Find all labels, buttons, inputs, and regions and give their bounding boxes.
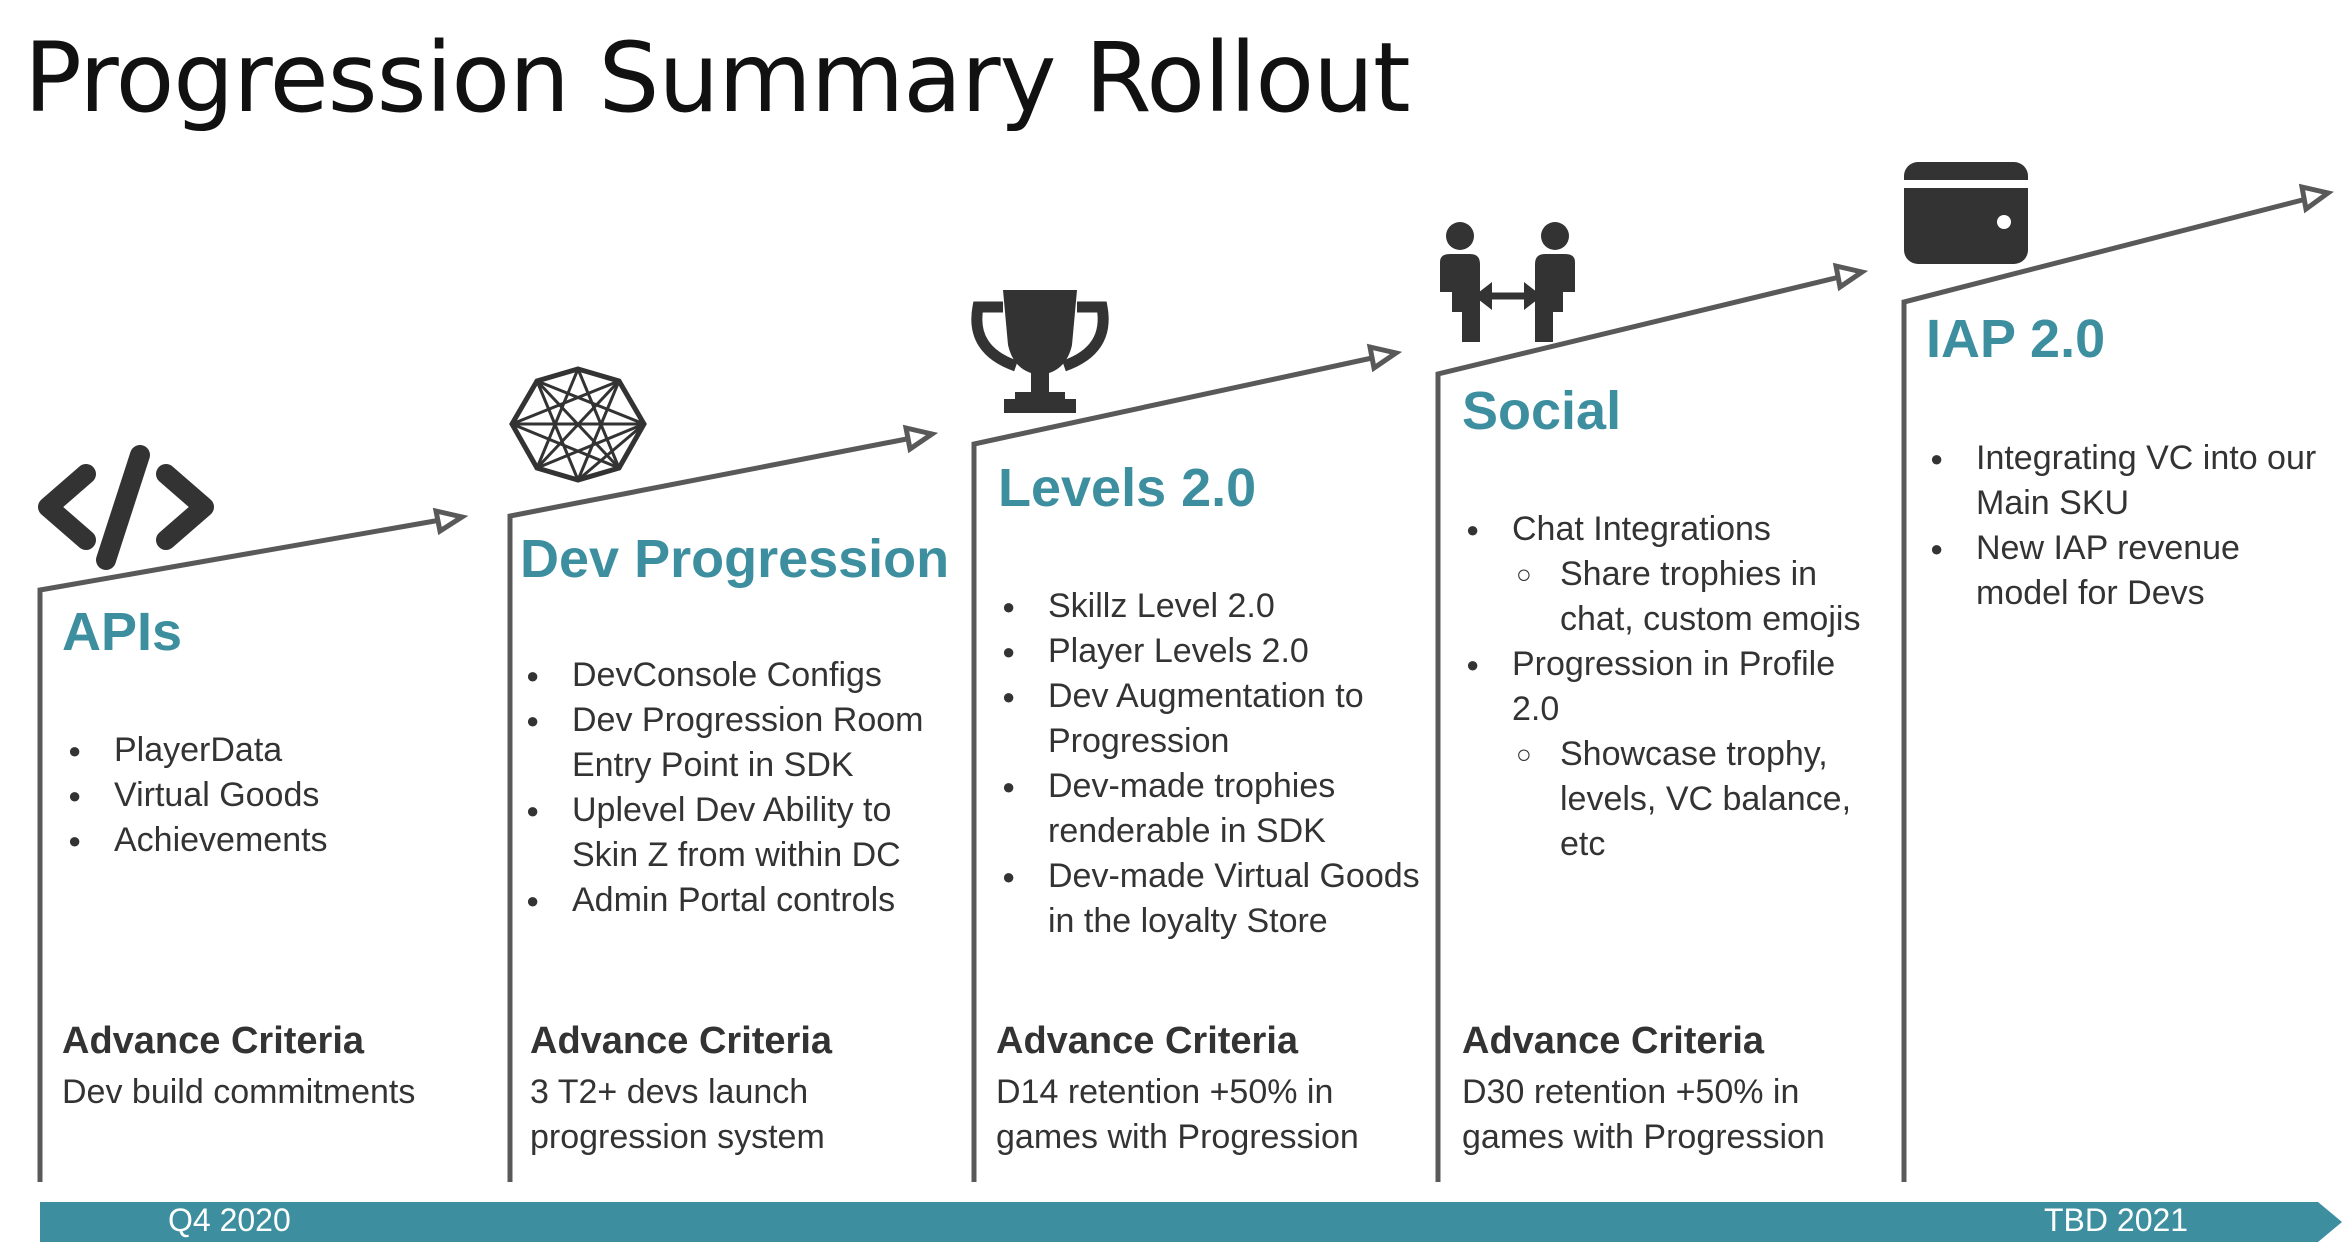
- criteria-text-apis: Dev build commitments: [62, 1073, 416, 1111]
- list-item: Player Levels 2.0: [998, 629, 1426, 674]
- step-line-social: [1435, 262, 1869, 1182]
- hexagon-network-icon: [509, 366, 647, 483]
- people-exchange-icon: [1440, 222, 1575, 342]
- criteria-text-dev-progression: 3 T2+ devs launch progression system: [530, 1073, 825, 1156]
- list-item: Chat Integrations Share trophies in chat…: [1462, 507, 1882, 642]
- criteria-heading-apis: Advance Criteria: [62, 1020, 365, 1062]
- list-item: Virtual Goods: [64, 773, 464, 818]
- sub-list-item: Share trophies in chat, custom emojis: [1512, 552, 1882, 642]
- list-item: Dev Augmentation to Progression: [998, 674, 1426, 764]
- list-item: Dev Progression Room Entry Point in SDK: [522, 698, 962, 788]
- timeline-bar: [40, 1202, 2342, 1242]
- stage-title-dev-progression: Dev Progression: [520, 529, 950, 589]
- list-item: Dev-made Virtual Goods in the loyalty St…: [998, 854, 1426, 944]
- page-title: Progression Summary Rollout: [24, 22, 1411, 134]
- list-item: Skillz Level 2.0: [998, 584, 1426, 629]
- list-item: Admin Portal controls: [522, 878, 962, 923]
- step-line-levels: [971, 343, 1403, 1182]
- bullet-list-iap: Integrating VC into our Main SKU New IAP…: [1926, 436, 2340, 616]
- criteria-text-levels: D14 retention +50% in games with Progres…: [996, 1073, 1359, 1156]
- stage-title-iap: IAP 2.0: [1926, 309, 2106, 369]
- stage-title-levels: Levels 2.0: [998, 458, 1257, 518]
- criteria-heading-levels: Advance Criteria: [996, 1020, 1299, 1062]
- sub-list: Showcase trophy, levels, VC balance, etc: [1512, 732, 1882, 867]
- list-item: PlayerData: [64, 728, 464, 773]
- criteria-heading-social: Advance Criteria: [1462, 1020, 1765, 1062]
- wallet-icon: [1904, 162, 2028, 264]
- list-item: DevConsole Configs: [522, 653, 962, 698]
- stage-title-social: Social: [1462, 381, 1622, 441]
- timeline-end-label: TBD 2021: [2044, 1202, 2189, 1238]
- list-item: Integrating VC into our Main SKU: [1926, 436, 2340, 526]
- criteria-text-social: D30 retention +50% in games with Progres…: [1462, 1073, 1825, 1156]
- list-item: Uplevel Dev Ability to Skin Z from withi…: [522, 788, 962, 878]
- stage-title-apis: APIs: [62, 602, 183, 662]
- sub-list: Share trophies in chat, custom emojis: [1512, 552, 1882, 642]
- sub-list-item: Showcase trophy, levels, VC balance, etc: [1512, 732, 1882, 867]
- list-item: Dev-made trophies renderable in SDK: [998, 764, 1426, 854]
- list-item: Achievements: [64, 818, 464, 863]
- bullet-list-levels: Skillz Level 2.0 Player Levels 2.0 Dev A…: [998, 584, 1426, 944]
- bullet-list-social: Chat Integrations Share trophies in chat…: [1462, 507, 1882, 867]
- timeline-start-label: Q4 2020: [168, 1202, 291, 1238]
- bullet-list-apis: PlayerData Virtual Goods Achievements: [64, 728, 464, 863]
- step-line-apis: [37, 507, 469, 1182]
- step-line-iap: [1901, 183, 2334, 1182]
- list-item-label: Chat Integrations: [1512, 510, 1771, 548]
- bullet-list-dev-progression: DevConsole Configs Dev Progression Room …: [522, 653, 962, 923]
- trophy-icon: [971, 290, 1109, 413]
- criteria-heading-dev-progression: Advance Criteria: [530, 1020, 833, 1062]
- list-item-label: Progression in Profile 2.0: [1512, 645, 1836, 728]
- list-item: New IAP revenue model for Devs: [1926, 526, 2340, 616]
- code-icon: [38, 445, 214, 570]
- step-line-dev-progression: [507, 424, 939, 1182]
- list-item: Progression in Profile 2.0 Showcase trop…: [1462, 642, 1882, 867]
